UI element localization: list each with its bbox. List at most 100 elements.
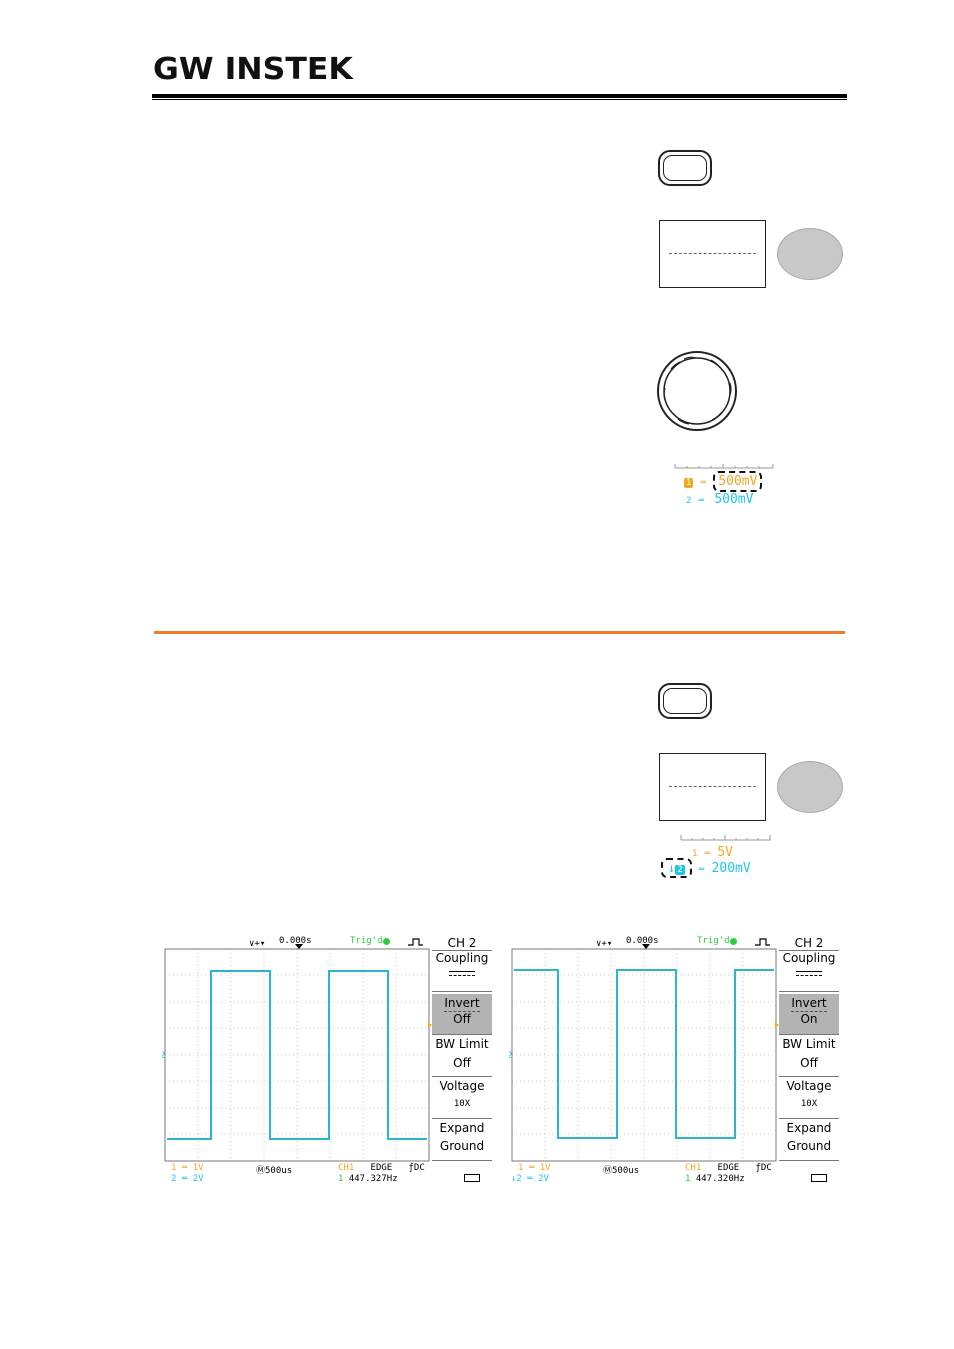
- trigger-led-icon: [730, 938, 737, 945]
- ch1-scale: 1 ═ 1V: [171, 1163, 204, 1173]
- ch1-scale-readout-2: 1 ═ 5V: [692, 845, 733, 860]
- menu-title: CH 2: [779, 936, 839, 951]
- trigger-type: EDGE: [717, 1163, 740, 1173]
- ch1-marker-2: 1: [692, 849, 698, 859]
- ch2-scale-value: 2V: [192, 1174, 204, 1184]
- frequency-readout: 1 447.320Hz: [685, 1174, 745, 1184]
- frequency-value: 447.327Hz: [348, 1174, 398, 1184]
- waveform-area: 2 ∨+▾: [162, 938, 432, 1162]
- frequency-readout: 1 447.327Hz: [338, 1174, 398, 1184]
- coupling-label: Coupling: [782, 951, 836, 965]
- invert-menu-item[interactable]: Invert Off: [432, 994, 492, 1035]
- ch2-scale-readout: 2 ═ 500mV: [686, 492, 754, 507]
- ch2-scale-readout-2: ↓2 ═ 200mV: [661, 858, 751, 878]
- ch1-scale-value: 1V: [539, 1163, 551, 1173]
- svg-text:∨+▾: ∨+▾: [596, 939, 612, 949]
- ch2-menu: CH 2 Coupling Invert On BW Limit Off Vol…: [779, 936, 839, 1161]
- scale-ruler: [674, 464, 774, 469]
- usb-icon: [464, 1174, 480, 1182]
- expand-menu-item[interactable]: Expand Ground: [779, 1119, 839, 1161]
- invert-menu-item[interactable]: Invert On: [779, 994, 839, 1035]
- header-rule: [152, 94, 847, 98]
- usb-icon: [811, 1174, 827, 1182]
- ch1-scale-value: 1V: [192, 1163, 204, 1173]
- scope-screen-invert-off: 2 ∨+▾ 0.000s Trig'd CH 2 Coupling Invert…: [162, 936, 493, 1184]
- expand-menu-item[interactable]: Expand Ground: [432, 1119, 492, 1161]
- header-rule-thin: [152, 99, 847, 100]
- trigger-source: CH1: [685, 1163, 702, 1173]
- ch2-volts-value-2: 200mV: [711, 861, 751, 876]
- invert-label: Invert: [444, 996, 480, 1010]
- trigger-status: Trig'd: [350, 936, 383, 946]
- ch1-scale: 1 ═ 1V: [518, 1163, 551, 1173]
- invert-soft-key[interactable]: [659, 753, 766, 821]
- svg-text:2: 2: [162, 1051, 165, 1061]
- svg-text:2: 2: [509, 1051, 512, 1061]
- dc-coupling-icon: [449, 971, 475, 972]
- bw-label: BW Limit: [435, 1037, 489, 1051]
- ch1-scale-readout: 1 ═ 500mV: [684, 471, 763, 492]
- invert-indicator: ↓2: [661, 858, 692, 878]
- voltage-value: 10X: [453, 1099, 471, 1109]
- section-divider: [154, 631, 845, 634]
- expand-value: Ground: [786, 1139, 832, 1153]
- coupling-label: Coupling: [435, 951, 489, 965]
- trigger-info: CH1 EDGE ƒDC: [685, 1163, 772, 1173]
- waveform-area-2: 2 ∨+▾: [509, 938, 779, 1162]
- ch1-volts-value-2: 5V: [717, 845, 733, 860]
- brand-logo: GW INSTEK: [153, 52, 353, 87]
- ch2-scale: ↓2 ═ 2V: [511, 1174, 549, 1184]
- trigger-status: Trig'd: [697, 936, 730, 946]
- scale-ruler-2: [680, 835, 771, 841]
- timebase: Ⓜ500us: [256, 1166, 293, 1176]
- ch1-marker: 1: [684, 478, 694, 488]
- dc-coupling-icon: [796, 971, 822, 972]
- bw-value: Off: [800, 1056, 818, 1070]
- ch2-scale-value: 2V: [538, 1174, 549, 1184]
- timebase-value: 500us: [265, 1166, 293, 1176]
- ch1-volts-value: 500mV: [713, 471, 763, 492]
- voltage-label: Voltage: [786, 1079, 832, 1093]
- time-position: 0.000s: [279, 936, 312, 946]
- trigger-info: CH1 EDGE ƒDC: [338, 1163, 425, 1173]
- bw-label: BW Limit: [782, 1037, 836, 1051]
- voltage-value: 10X: [800, 1099, 818, 1109]
- frequency-value: 447.320Hz: [695, 1174, 745, 1184]
- trigger-coupling: DC: [760, 1163, 772, 1173]
- channel-key[interactable]: [658, 150, 712, 186]
- invert-value: On: [800, 1012, 818, 1026]
- trigger-source: CH1: [338, 1163, 355, 1173]
- trigger-led-icon: [383, 938, 390, 945]
- ch2-menu: CH 2 Coupling Invert Off BW Limit Off Vo…: [432, 936, 492, 1161]
- voltage-menu-item[interactable]: Voltage 10X: [779, 1077, 839, 1119]
- channel-key-2[interactable]: [658, 683, 712, 719]
- time-position: 0.000s: [626, 936, 659, 946]
- soft-key-button-2[interactable]: [777, 761, 843, 813]
- voltage-menu-item[interactable]: Voltage 10X: [432, 1077, 492, 1119]
- expand-label: Expand: [439, 1121, 485, 1135]
- ch2-marker: 2: [686, 496, 692, 506]
- soft-menu-key[interactable]: [659, 220, 766, 288]
- scope-screen-invert-on: 2 ∨+▾ 0.000s Trig'd CH 2 Coupling Invert…: [509, 936, 840, 1184]
- trigger-coupling: DC: [413, 1163, 425, 1173]
- bw-limit-menu-item[interactable]: BW Limit Off: [432, 1035, 492, 1077]
- expand-value: Ground: [439, 1139, 485, 1153]
- invert-label: Invert: [791, 996, 827, 1010]
- soft-key-button[interactable]: [777, 228, 843, 280]
- invert-value: Off: [453, 1012, 471, 1026]
- bw-limit-menu-item[interactable]: BW Limit Off: [779, 1035, 839, 1077]
- ch2-marker-2: 2: [675, 865, 685, 875]
- ch2-scale: 2 ═ 2V: [171, 1174, 204, 1184]
- ch2-volts-value: 500mV: [714, 492, 754, 507]
- variable-knob-icon[interactable]: [656, 350, 738, 432]
- trigger-type: EDGE: [370, 1163, 393, 1173]
- coupling-menu-item[interactable]: Coupling: [432, 951, 492, 992]
- voltage-label: Voltage: [439, 1079, 485, 1093]
- expand-label: Expand: [786, 1121, 832, 1135]
- bw-value: Off: [453, 1056, 471, 1070]
- coupling-menu-item[interactable]: Coupling: [779, 951, 839, 992]
- menu-title: CH 2: [432, 936, 492, 951]
- timebase-value: 500us: [612, 1166, 640, 1176]
- timebase: Ⓜ500us: [603, 1166, 640, 1176]
- svg-text:∨+▾: ∨+▾: [249, 939, 265, 949]
